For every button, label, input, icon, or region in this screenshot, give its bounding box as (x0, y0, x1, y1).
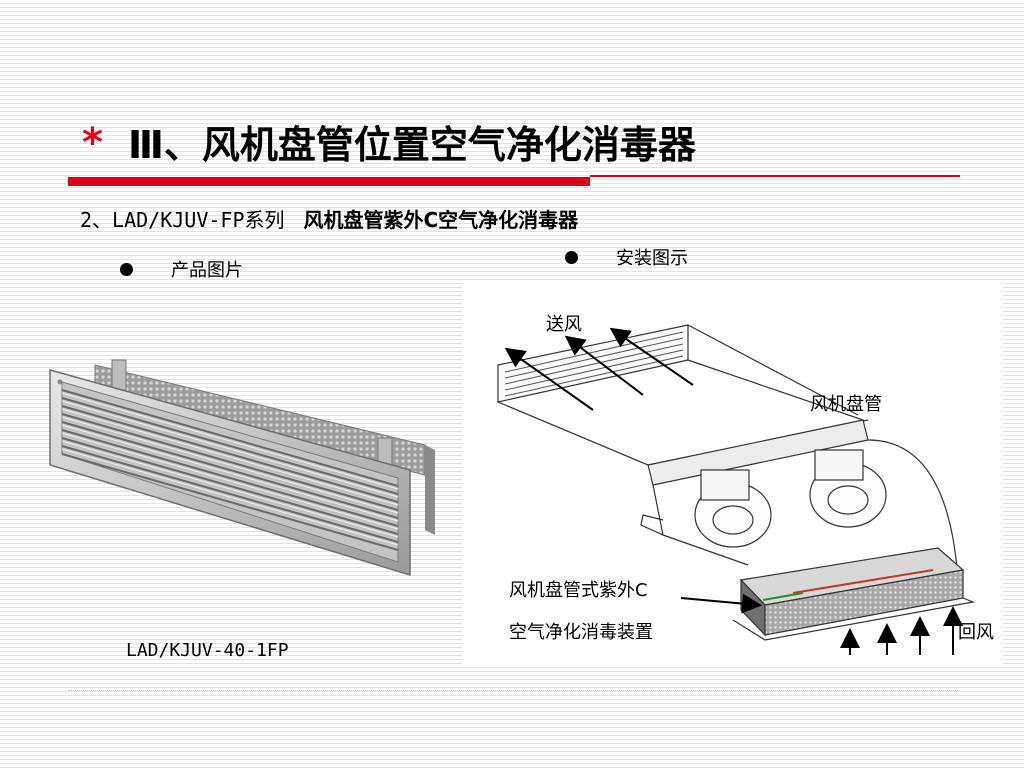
installation-diagram: 送风 风机盘管 风机盘管式紫外C 空气净化消毒装置 回风 (463, 280, 1003, 665)
product-photo (49, 359, 435, 577)
bullet-install-label: 安装图示 (616, 248, 688, 269)
return-air-label: 回风 (958, 622, 994, 643)
subtitle-product-name: 风机盘管紫外C空气净化消毒器 (303, 208, 579, 232)
product-model-caption: LAD/KJUV-40-1FP (126, 640, 289, 661)
title-underline-bar (68, 177, 590, 186)
device-label-line2: 空气净化消毒装置 (509, 622, 653, 643)
bullet-product-image: 产品图片 (120, 256, 243, 282)
subtitle-series-code: 2、LAD/KJUV-FP系列 (80, 208, 285, 232)
bullet-dot-icon (120, 262, 133, 276)
slide-subtitle: 2、LAD/KJUV-FP系列 风机盘管紫外C空气净化消毒器 (80, 205, 578, 235)
bullet-install-diagram: 安装图示 (565, 244, 688, 270)
title-underline-rule (590, 175, 960, 177)
bullet-dot-icon (565, 250, 578, 264)
slide-title: Ⅲ、风机盘管位置空气净化消毒器 (128, 123, 696, 167)
bullet-product-label: 产品图片 (171, 260, 243, 281)
installation-drawing (497, 324, 976, 655)
fan-coil-label: 风机盘管 (810, 394, 882, 415)
supply-air-label: 送风 (546, 314, 582, 335)
footer-rule (68, 690, 958, 691)
title-asterisk: * (82, 120, 103, 166)
device-label-line1: 风机盘管式紫外C (509, 580, 648, 601)
